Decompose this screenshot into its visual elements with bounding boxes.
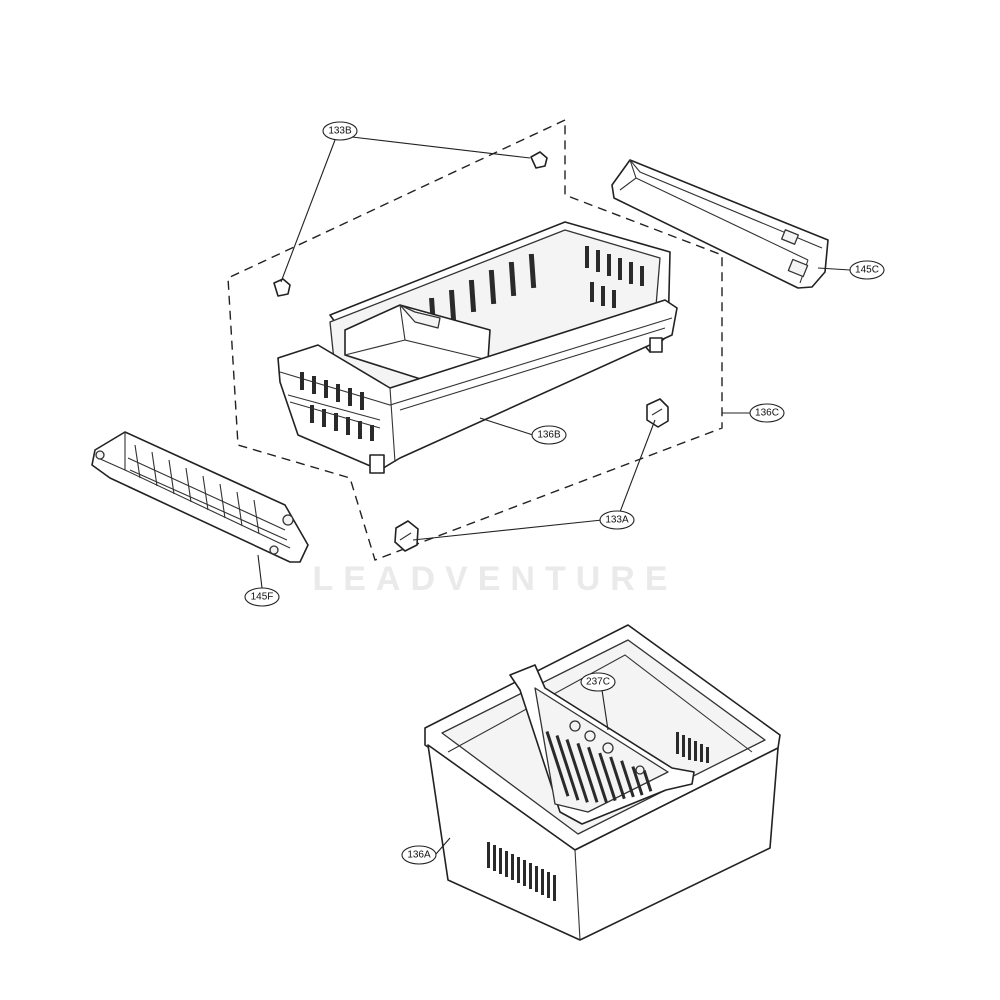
watermark: LEADVENTURE <box>312 560 677 598</box>
callout-145C: 145C <box>849 260 885 280</box>
callout-237C: 237C <box>580 672 616 692</box>
roller-133A-right <box>646 398 669 428</box>
callout-136A: 136A <box>401 845 437 865</box>
leader-lines <box>257 136 851 855</box>
callout-145F: 145F <box>244 587 280 607</box>
callout-136C: 136C <box>749 403 785 423</box>
clip-133B-lower <box>273 278 291 297</box>
svg-text:237C: 237C <box>586 677 610 688</box>
assembly-boundary-dashed <box>227 118 723 561</box>
clip-133B-upper <box>530 151 548 169</box>
svg-text:133B: 133B <box>328 126 352 137</box>
callout-133B: 133B <box>322 121 358 141</box>
svg-text:145F: 145F <box>251 592 274 603</box>
svg-text:136C: 136C <box>755 408 779 419</box>
svg-text:133A: 133A <box>605 515 629 526</box>
callout-133A: 133A <box>599 510 635 530</box>
drawer-136B <box>277 221 678 474</box>
callout-136B: 136B <box>531 425 567 445</box>
svg-text:145C: 145C <box>855 265 879 276</box>
rail-145F <box>91 431 309 563</box>
svg-text:136B: 136B <box>537 430 561 441</box>
rail-145C <box>611 159 829 289</box>
svg-text:136A: 136A <box>407 850 431 861</box>
divider-237C <box>509 664 695 825</box>
